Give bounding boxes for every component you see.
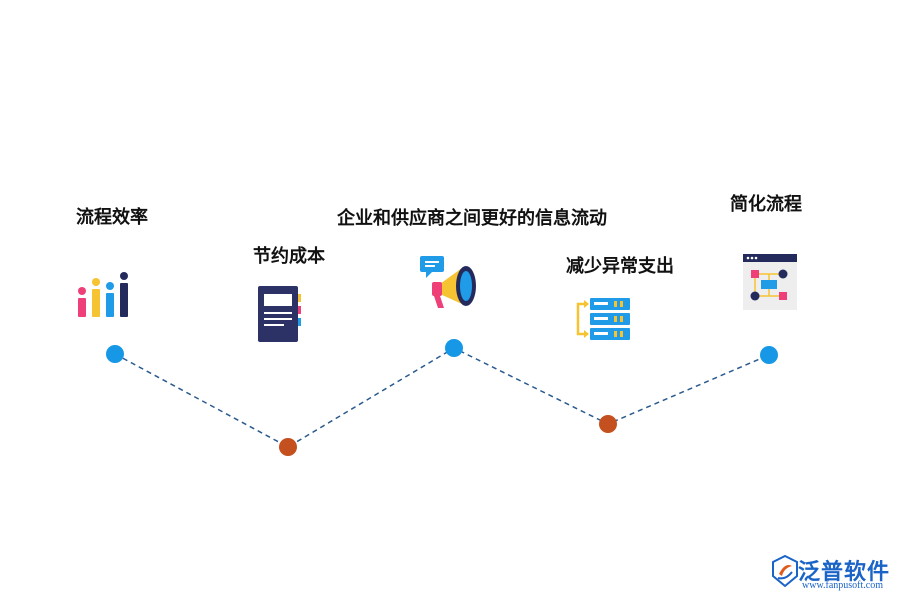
flowchart-icon	[743, 254, 797, 310]
logo-url: www.fanpusoft.com	[802, 580, 884, 591]
server-rack-icon	[576, 298, 630, 340]
step-label-1: 流程效率	[76, 207, 148, 228]
node-1	[106, 345, 124, 363]
notebook-icon	[258, 286, 301, 342]
megaphone-icon	[420, 256, 476, 308]
node-3	[445, 339, 463, 357]
dashed-connector	[114, 347, 770, 448]
bar-chart-icon	[78, 272, 128, 317]
step-label-4: 减少异常支出	[566, 256, 674, 277]
step-label-3: 企业和供应商之间更好的信息流动	[337, 208, 607, 229]
fanpu-logo-icon	[772, 554, 798, 588]
step-label-5: 简化流程	[730, 194, 802, 215]
node-2	[279, 438, 297, 456]
node-4	[599, 415, 617, 433]
node-5	[760, 346, 778, 364]
step-label-2: 节约成本	[253, 246, 325, 267]
logo-name: 泛普软件	[798, 560, 891, 585]
